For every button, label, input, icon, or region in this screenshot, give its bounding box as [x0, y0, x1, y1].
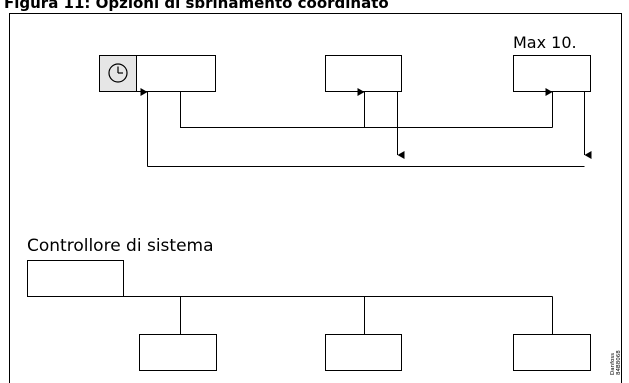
watermark: Danfoss 84B8068 — [610, 350, 622, 375]
return-bus — [140, 88, 592, 167]
system-controller — [27, 260, 124, 297]
master-controller — [99, 55, 216, 92]
system-controller-label: Controllore di sistema — [27, 236, 214, 256]
slave-controller-max — [513, 55, 591, 92]
bottom-controller-3 — [513, 334, 591, 371]
svg-text:Danfoss: Danfoss — [610, 353, 616, 375]
max-label: Max 10. — [513, 33, 577, 52]
figure-title: Figura 11: Opzioni di sbrinamento coordi… — [4, 0, 389, 12]
network-bus — [123, 296, 553, 334]
clock-icon — [108, 63, 128, 83]
slave-controller-2 — [325, 55, 402, 92]
bottom-controller-1 — [139, 334, 217, 371]
svg-text:84B8068: 84B8068 — [616, 350, 622, 375]
signal-bus — [180, 88, 553, 128]
bottom-controller-2 — [325, 334, 402, 371]
figure-frame — [9, 13, 622, 383]
